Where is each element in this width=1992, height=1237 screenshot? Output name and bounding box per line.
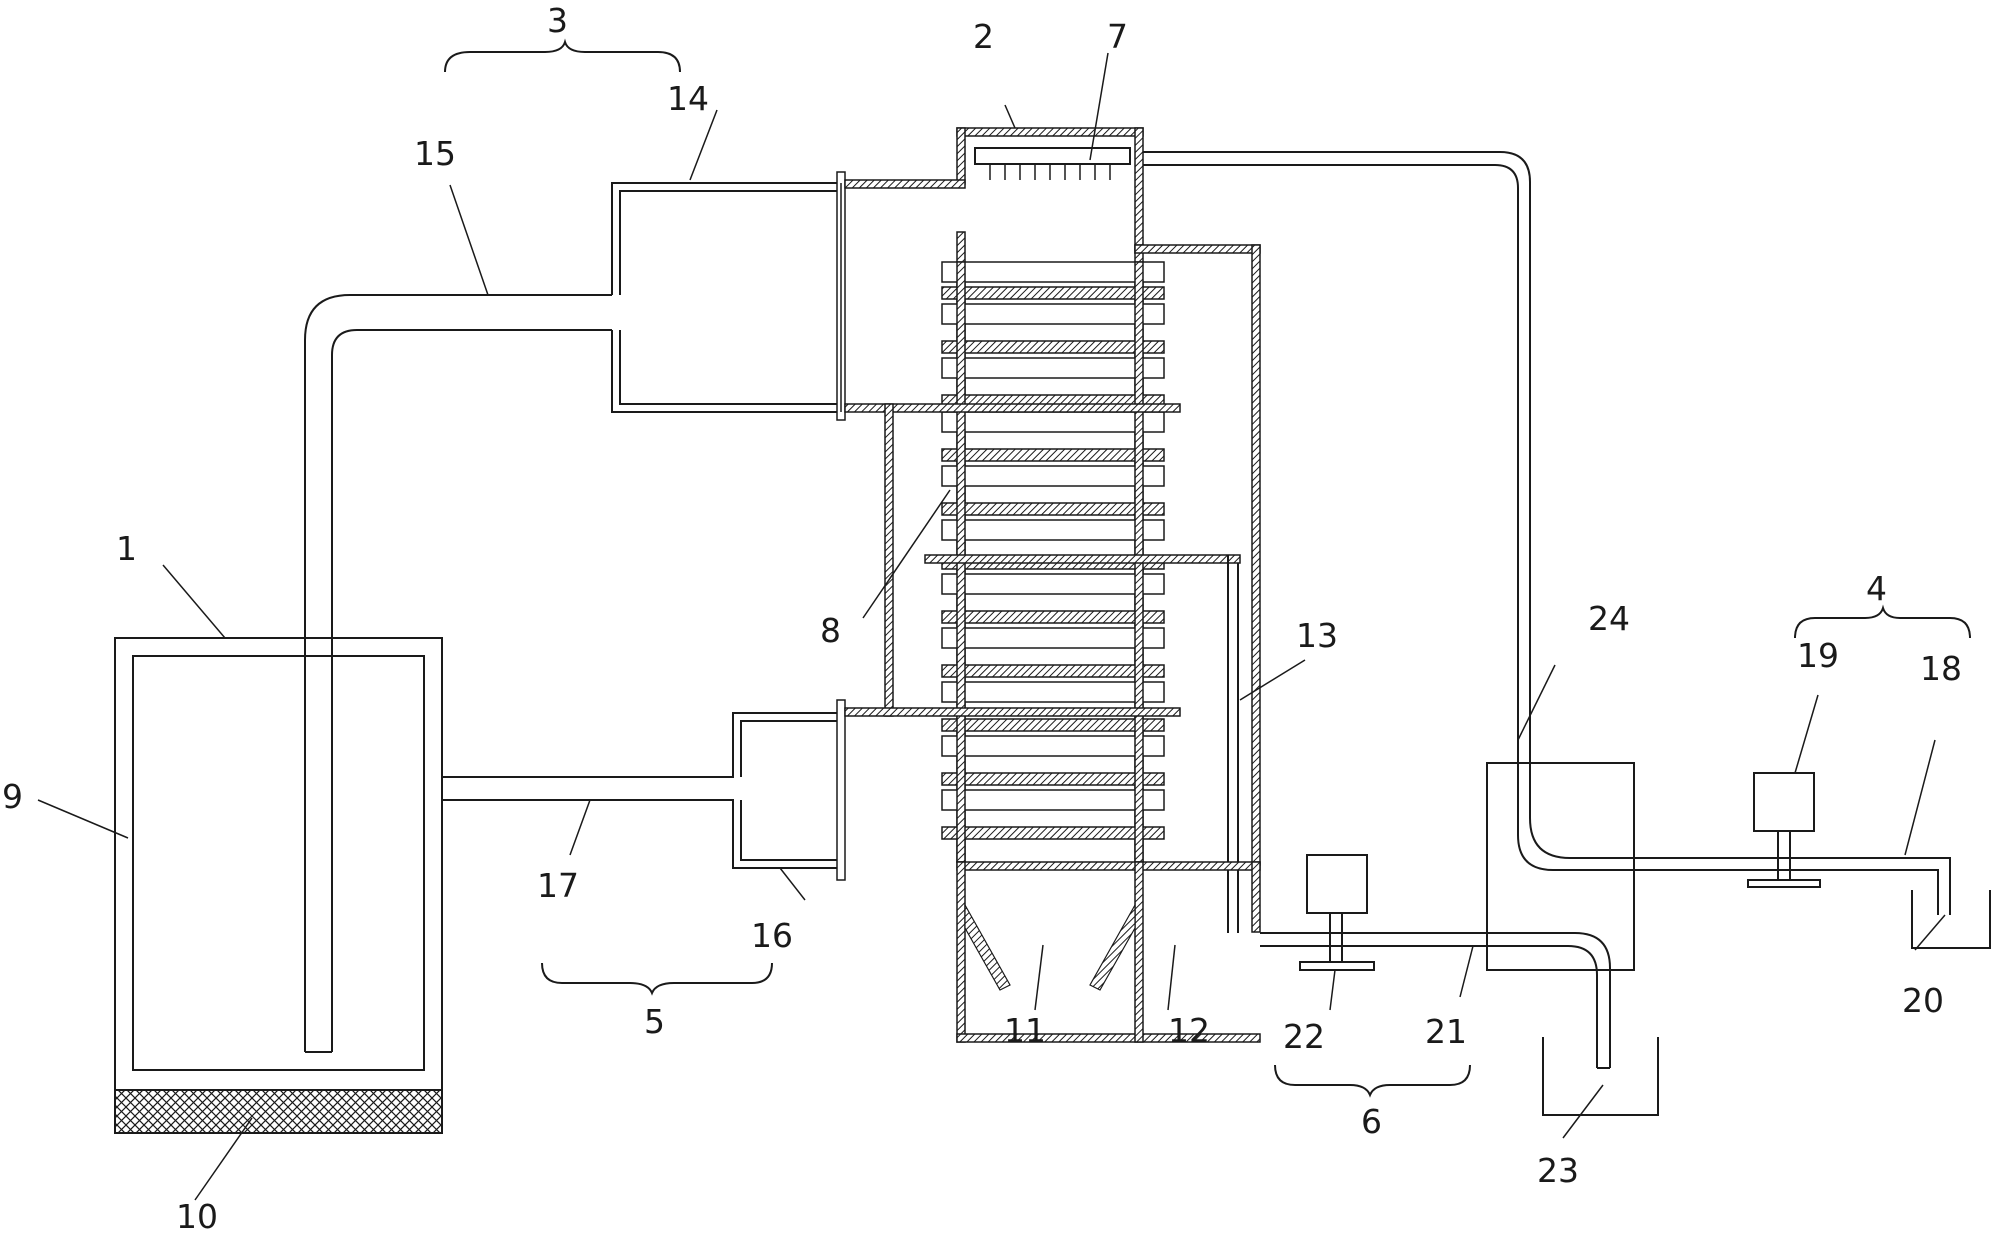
label-19: 19	[1797, 636, 1839, 675]
upper-duct	[611, 171, 846, 421]
label-17: 17	[537, 866, 579, 905]
tray-stack	[941, 261, 1165, 840]
label-5: 5	[644, 1002, 665, 1041]
lower-pipe	[442, 699, 846, 881]
brace-3	[444, 38, 681, 73]
tank-24	[1486, 762, 1635, 971]
label-21: 21	[1425, 1012, 1467, 1051]
brace-4	[1794, 604, 1971, 639]
label-6: 6	[1361, 1102, 1382, 1141]
tank-base	[114, 1089, 443, 1134]
label-24: 24	[1588, 599, 1630, 638]
label-14: 14	[667, 79, 709, 118]
leader-lines	[37, 52, 1946, 1201]
label-23: 23	[1537, 1151, 1579, 1190]
label-16: 16	[751, 916, 793, 955]
label-3: 3	[547, 1, 568, 40]
column	[844, 127, 1261, 1043]
spray-nozzles	[989, 164, 1111, 180]
label-20: 20	[1902, 981, 1944, 1020]
brace-5	[541, 962, 773, 996]
pump-22	[1299, 854, 1375, 971]
receiver-23	[1542, 1037, 1659, 1116]
label-11: 11	[1004, 1011, 1046, 1050]
label-9: 9	[2, 777, 23, 816]
brace-6	[1274, 1064, 1471, 1098]
top-outlet-pipe	[1143, 151, 1951, 915]
label-2: 2	[973, 17, 994, 56]
label-8: 8	[820, 611, 841, 650]
label-18: 18	[1920, 649, 1962, 688]
label-15: 15	[414, 134, 456, 173]
tank	[114, 637, 443, 1134]
label-22: 22	[1283, 1017, 1325, 1056]
label-4: 4	[1866, 569, 1887, 608]
label-10: 10	[176, 1197, 218, 1236]
label-13: 13	[1296, 616, 1338, 655]
bottom-outlet-pipe	[1260, 932, 1611, 1069]
label-12: 12	[1168, 1011, 1210, 1050]
label-1: 1	[116, 529, 137, 568]
label-7: 7	[1107, 17, 1128, 56]
pump-19	[1747, 772, 1821, 888]
receiver-20	[1911, 890, 1991, 949]
return-pipe	[304, 294, 612, 1053]
